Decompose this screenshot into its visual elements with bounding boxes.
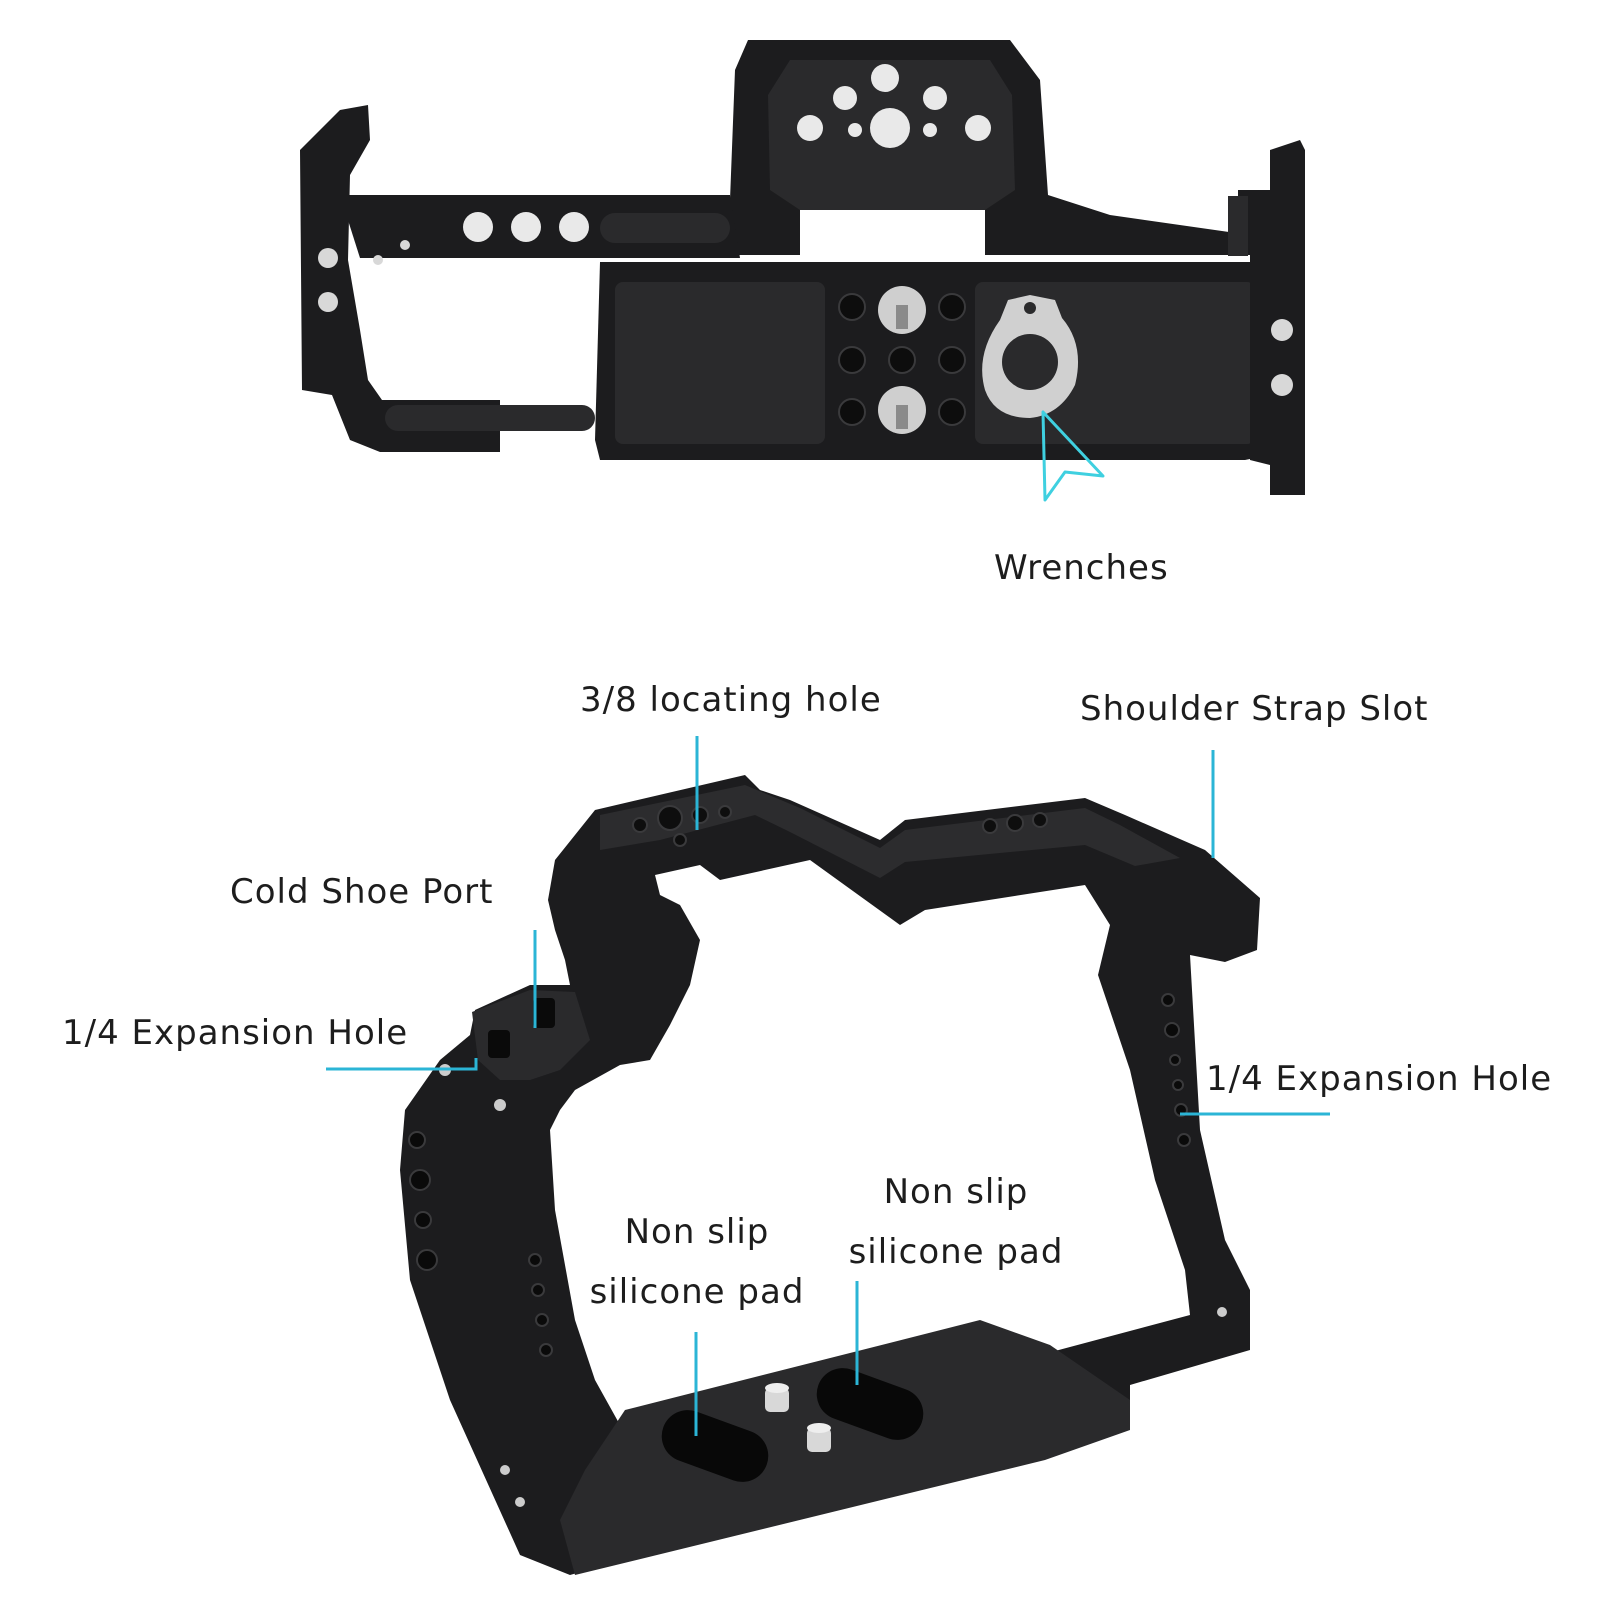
left-arm [300,105,500,452]
right-arm [1238,140,1305,495]
cage-opening [550,860,1190,1425]
label-expansion-hole-left: 1/4 Expansion Hole [62,1013,409,1053]
silicone-pads [661,1368,924,1482]
label-pad-right-line1: Non slip [883,1172,1029,1212]
callout-line-expansion-left [326,1058,478,1071]
label-pad-left-line1: Non slip [624,1212,770,1252]
label-cold-shoe-port: Cold Shoe Port [230,872,494,912]
cage-angled-view [400,775,1260,1575]
label-wrenches: Wrenches [994,548,1169,588]
cage-top-view [300,40,1305,495]
label-locating-hole: 3/8 locating hole [580,680,882,720]
callout-lines [326,736,1330,1436]
label-pad-right-line2: silicone pad [848,1232,1064,1272]
label-expansion-hole-right: 1/4 Expansion Hole [1206,1059,1553,1099]
label-shoulder-strap-slot: Shoulder Strap Slot [1080,689,1429,729]
cursor-arrow-icon [1041,410,1105,502]
cage-base-plate [560,1320,1130,1575]
base-screws [765,1383,831,1452]
label-pad-left-line2: silicone pad [589,1272,805,1312]
